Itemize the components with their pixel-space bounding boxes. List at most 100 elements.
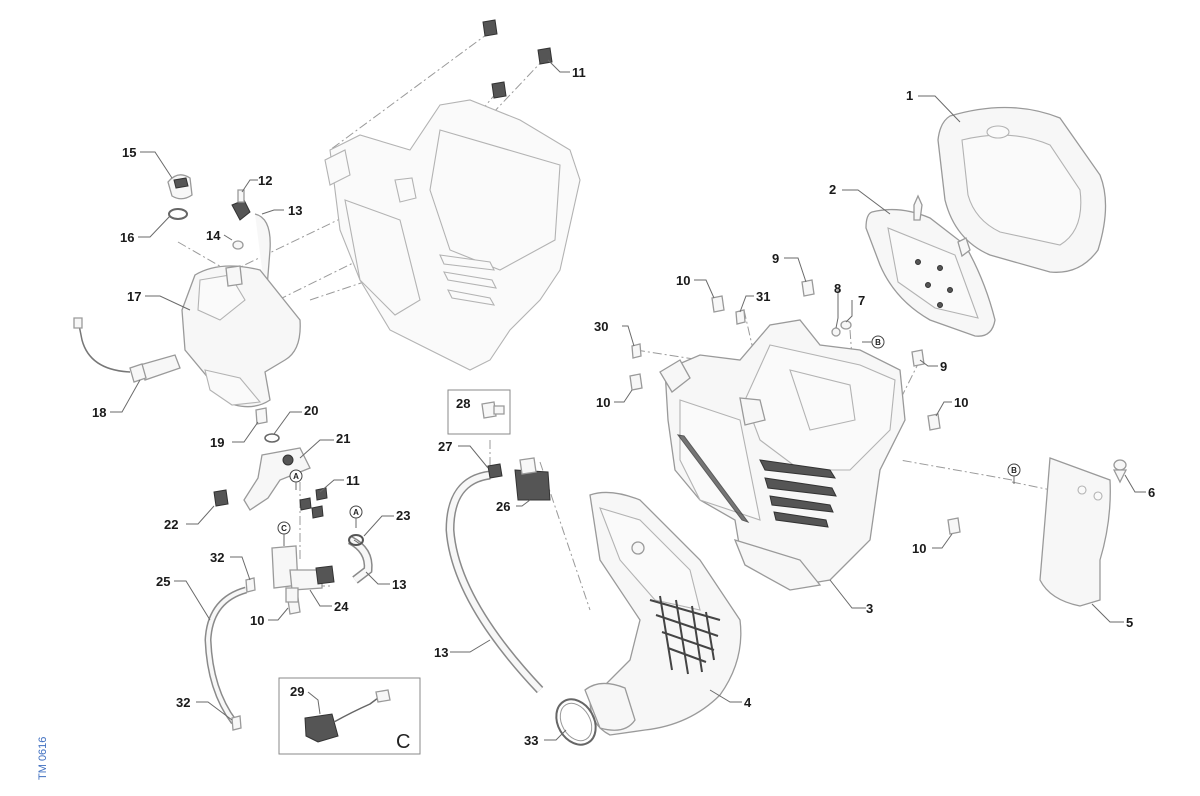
label-part-23: 23 xyxy=(396,508,410,523)
detail-c-label: C xyxy=(396,731,410,753)
label-part-18: 18 xyxy=(92,405,106,420)
label-part-27: 27 xyxy=(438,439,452,454)
reservoir-part-17 xyxy=(181,265,301,408)
label-part-22: 22 xyxy=(164,517,178,532)
hose-part-25 xyxy=(204,586,248,725)
label-part-13-upper: 13 xyxy=(288,203,302,218)
screws-part-11-bracket xyxy=(299,487,328,519)
label-part-11-bracket: 11 xyxy=(346,473,360,488)
grommet-part-14 xyxy=(232,240,244,250)
screw-part-22 xyxy=(213,489,229,507)
washer-part-7 xyxy=(840,320,852,330)
svg-text:C: C xyxy=(281,524,287,533)
nut-part-10-b xyxy=(629,373,643,391)
label-part-17: 17 xyxy=(127,289,141,304)
label-part-33: 33 xyxy=(524,733,538,748)
clip-part-9-upper xyxy=(801,279,815,297)
drawing-code-watermark: TM 0616 xyxy=(37,737,49,780)
sensor-part-18 xyxy=(73,317,181,383)
hose-part-13-short xyxy=(347,535,373,584)
svg-text:B: B xyxy=(1011,466,1017,475)
guard-plate-part-5 xyxy=(1039,457,1111,607)
label-part-25: 25 xyxy=(156,574,170,589)
valve-part-24 xyxy=(271,545,335,603)
label-part-10-e: 10 xyxy=(250,613,264,628)
label-part-19: 19 xyxy=(210,435,224,450)
label-part-32-lower: 32 xyxy=(176,695,190,710)
label-part-16: 16 xyxy=(120,230,134,245)
label-part-15: 15 xyxy=(122,145,136,160)
nut-part-10-a xyxy=(711,295,725,313)
label-part-9-upper: 9 xyxy=(772,251,779,266)
screw-part-6 xyxy=(1112,459,1128,484)
label-part-14: 14 xyxy=(206,228,221,243)
leader-lines xyxy=(110,59,1146,741)
label-part-7: 7 xyxy=(858,293,865,308)
fitting-part-27 xyxy=(487,463,503,479)
clamp-part-23 xyxy=(348,534,364,546)
label-part-20: 20 xyxy=(304,403,318,418)
detail-c-box xyxy=(278,677,421,755)
label-part-1: 1 xyxy=(906,88,913,103)
svg-text:A: A xyxy=(353,508,359,517)
callout-b-1: B xyxy=(862,335,885,349)
label-part-2: 2 xyxy=(829,182,836,197)
intake-duct-mesh xyxy=(649,595,721,675)
screw-part-28 xyxy=(481,401,505,419)
callout-c: C xyxy=(277,521,291,546)
svg-text:A: A xyxy=(293,472,299,481)
clip-part-32-upper xyxy=(245,577,256,593)
svg-text:B: B xyxy=(875,338,881,347)
label-part-5: 5 xyxy=(1126,615,1133,630)
label-part-24: 24 xyxy=(334,599,349,614)
label-part-10-c: 10 xyxy=(954,395,968,410)
label-part-29: 29 xyxy=(290,684,304,699)
nut-part-10-c xyxy=(927,413,941,431)
label-part-8: 8 xyxy=(834,281,841,296)
air-box-housing-center xyxy=(324,99,581,371)
callout-b-2: B xyxy=(1007,463,1021,484)
label-part-6: 6 xyxy=(1148,485,1155,500)
connector-part-29 xyxy=(304,689,391,743)
label-part-11-top: 11 xyxy=(572,65,586,80)
label-part-10-d: 10 xyxy=(912,541,926,556)
valve-part-26 xyxy=(514,457,551,501)
screw-part-31 xyxy=(735,309,746,325)
label-part-10-b: 10 xyxy=(596,395,610,410)
label-part-9-lower: 9 xyxy=(940,359,947,374)
label-part-13-short: 13 xyxy=(392,577,406,592)
elbow-fitting-part-12 xyxy=(231,189,251,221)
label-part-10-a: 10 xyxy=(676,273,690,288)
label-part-30: 30 xyxy=(594,319,608,334)
air-box-ribs-center xyxy=(439,254,497,306)
hose-part-13-long xyxy=(445,470,544,694)
cap-part-15 xyxy=(167,174,193,200)
label-part-28: 28 xyxy=(456,396,470,411)
nut-part-8 xyxy=(831,327,841,337)
part-number-labels: 1 2 3 4 5 6 7 8 9 9 10 10 10 10 10 11 11… xyxy=(92,65,1155,748)
clip-part-9-lower xyxy=(911,349,925,367)
label-part-3: 3 xyxy=(866,601,873,616)
label-part-21: 21 xyxy=(336,431,350,446)
nut-part-10-d xyxy=(947,517,961,535)
intake-duct-part-4 xyxy=(584,491,742,736)
washer-part-20 xyxy=(264,433,280,443)
screw-part-19 xyxy=(255,407,268,425)
label-part-4: 4 xyxy=(744,695,752,710)
o-ring-part-16 xyxy=(168,208,188,220)
clamp-part-33 xyxy=(555,698,597,746)
screw-part-30 xyxy=(631,343,642,359)
callout-a-1: A xyxy=(289,469,303,490)
part-28-box xyxy=(447,389,511,435)
filter-element-part-2 xyxy=(865,194,996,337)
clip-part-32-lower xyxy=(231,715,242,731)
callout-a-2: A xyxy=(349,505,363,528)
filter-cover-part-1 xyxy=(937,106,1107,273)
label-part-32-upper: 32 xyxy=(210,550,224,565)
label-part-13-long: 13 xyxy=(434,645,448,660)
label-part-12: 12 xyxy=(258,173,272,188)
air-box-ribs-right xyxy=(759,459,837,528)
screws-part-11-top xyxy=(482,19,553,99)
label-part-31: 31 xyxy=(756,289,770,304)
